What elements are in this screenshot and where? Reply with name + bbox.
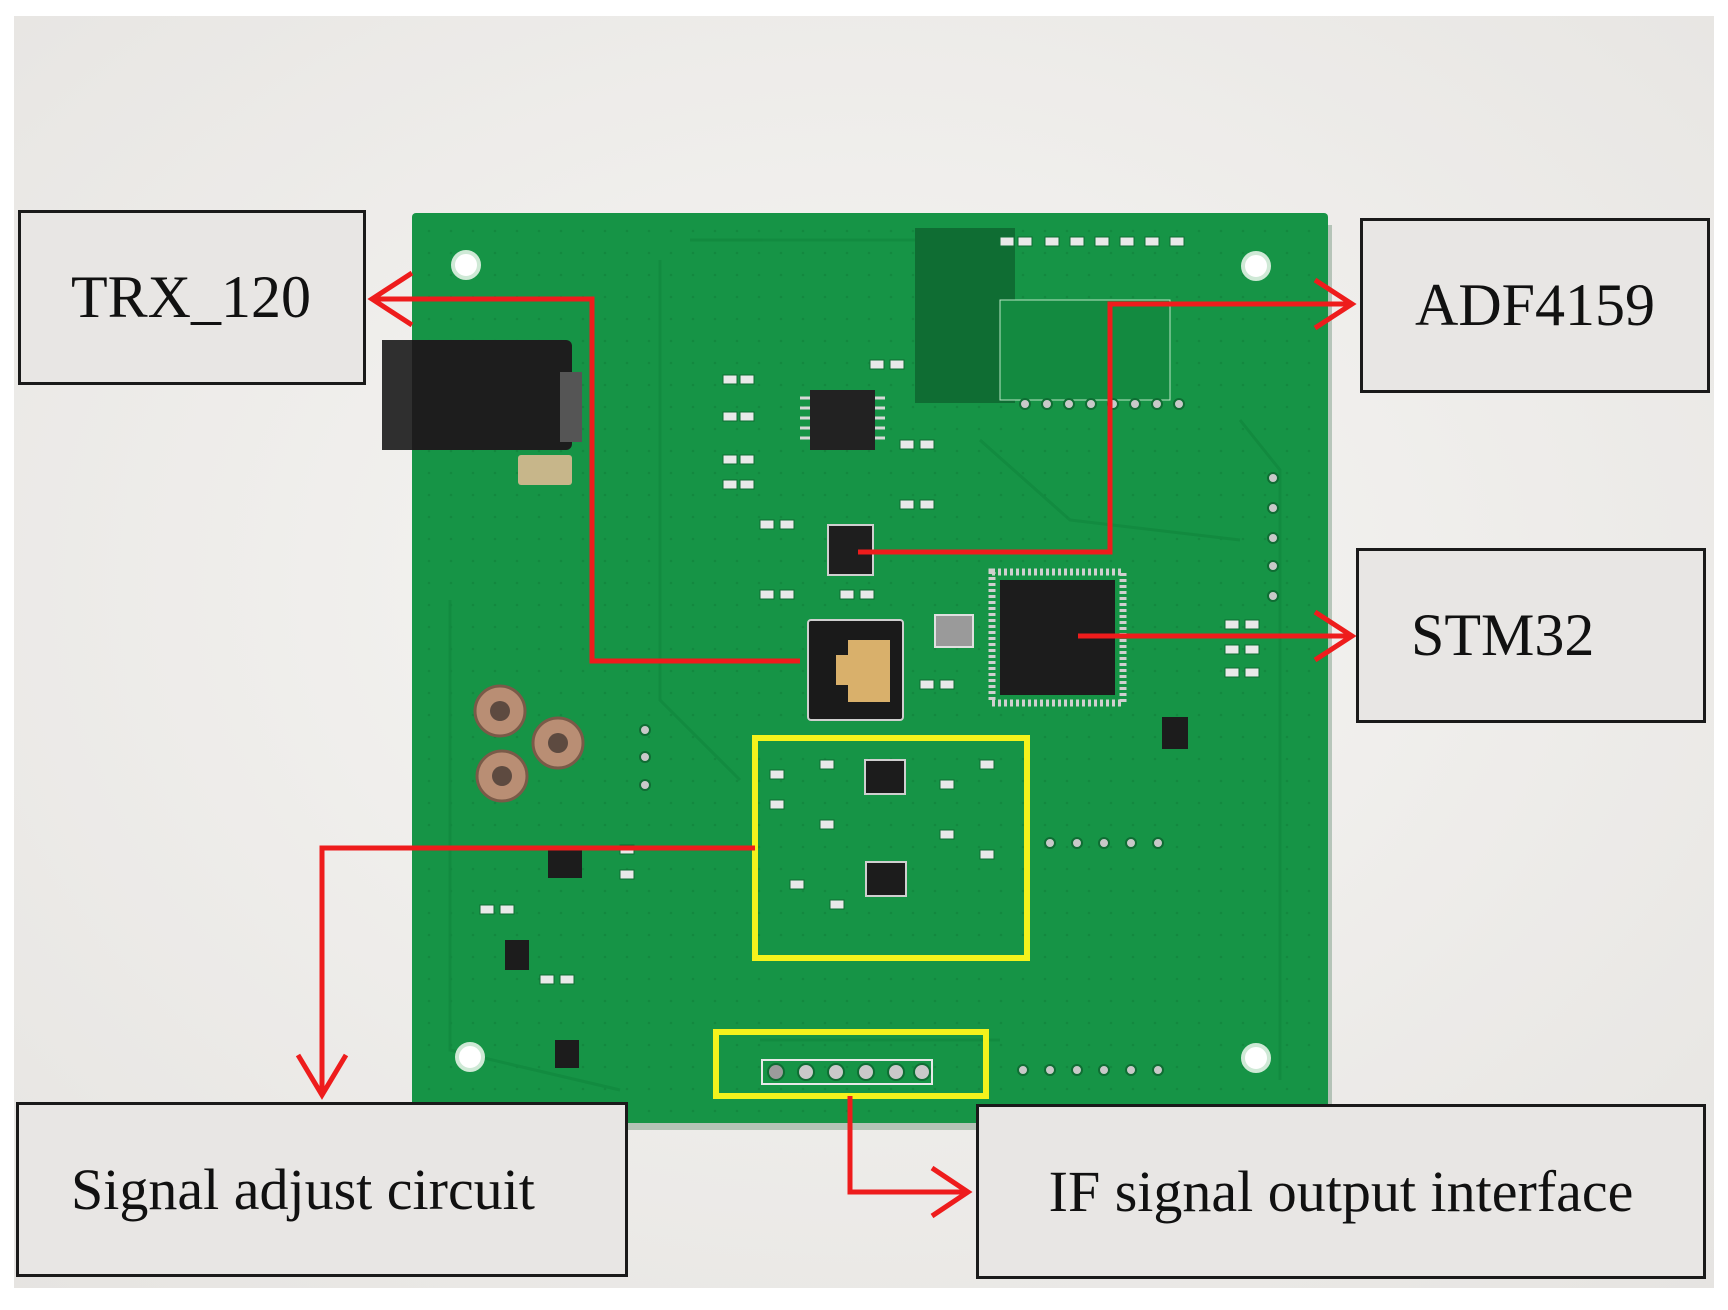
label-stm32-text: STM32	[1411, 602, 1595, 668]
header-pins	[639, 398, 1279, 1085]
arrow-trx	[372, 296, 800, 664]
callout-arrows	[295, 270, 1357, 1219]
label-signal-adjust-circuit: Signal adjust circuit	[16, 1102, 628, 1277]
brass-standoffs	[473, 684, 585, 803]
label-adf4159-text: ADF4159	[1414, 272, 1656, 338]
arrow-adf-head	[1313, 277, 1357, 331]
label-if-signal-output-interface: IF signal output interface	[976, 1104, 1706, 1279]
arrow-if-head	[930, 1165, 973, 1219]
rf-copper-area	[915, 228, 1015, 403]
label-if-signal-output-interface-text: IF signal output interface	[1048, 1159, 1634, 1224]
arrow-stm-head	[1313, 609, 1357, 663]
arrow-if	[847, 1096, 968, 1195]
label-trx-120: TRX_120	[18, 210, 366, 385]
arrow-adf	[858, 301, 1352, 555]
label-adf4159: ADF4159	[1360, 218, 1710, 393]
arrow-signal-head	[295, 1053, 349, 1100]
adf-footprint-area	[999, 299, 1171, 401]
arrow-signal	[319, 845, 755, 1095]
arrow-trx-head	[367, 270, 414, 328]
power-jack	[382, 340, 582, 485]
smd-components	[479, 236, 1260, 985]
label-trx-120-text: TRX_120	[71, 264, 311, 330]
label-stm32: STM32	[1356, 548, 1706, 723]
label-signal-adjust-circuit-text: Signal adjust circuit	[71, 1157, 535, 1222]
mounting-holes	[451, 250, 1271, 1073]
